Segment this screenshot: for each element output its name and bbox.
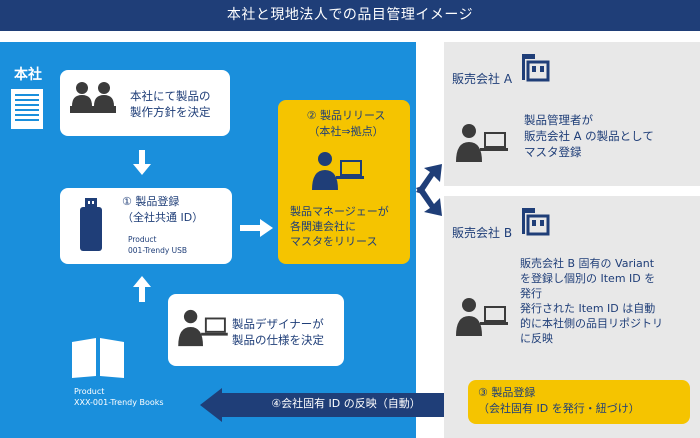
document-icon (10, 88, 44, 130)
person-laptop-icon (456, 296, 508, 338)
feedback-arrow-label: ④会社固有 ID の反映（自動） (271, 397, 421, 410)
product-caption: Product 001-Trendy USB (128, 235, 188, 255)
usb-icon (78, 198, 104, 252)
right-arrow-icon (240, 218, 274, 238)
book-icon (70, 336, 126, 380)
release-text: 製品マネージェーが 各関連会社に マスタをリリース (290, 205, 389, 248)
company-b-text: 販売会社 B 固有の Variant を登録し個別の Item ID を 発行 … (520, 257, 663, 345)
meeting-people-icon (70, 80, 116, 114)
release-title: ② 製品リリース （本社⇒拠点） (306, 109, 386, 138)
company-a-text: 製品管理者が 販売会社 A の製品として マスタ登録 (524, 113, 654, 159)
person-laptop-icon (456, 122, 508, 164)
building-icon (520, 52, 550, 82)
building-icon (520, 206, 550, 236)
company-a-panel (444, 42, 700, 186)
up-arrow-icon (132, 276, 152, 302)
registration-title: ① 製品登録 （全社共通 ID） (122, 195, 204, 224)
feedback-arrow (200, 388, 470, 422)
diagram-title: 本社と現地法人での品目管理イメージ (0, 0, 700, 31)
person-laptop-icon (178, 308, 228, 348)
release-box (278, 100, 410, 264)
branch-arrows-icon (414, 162, 444, 218)
person-laptop-icon (312, 150, 364, 192)
books-caption: Product XXX-001-Trendy Books (74, 387, 164, 407)
down-arrow-icon (132, 150, 152, 176)
designer-text: 製品デザイナーが 製品の仕様を決定 (232, 317, 324, 347)
company-b-registration-box (468, 380, 690, 424)
company-b-registration-text: ③ 製品登録 （会社固有 ID を発行・紐づけ） (478, 386, 640, 415)
policy-text: 本社にて製品の 製作方針を決定 (130, 89, 211, 119)
company-b-label: 販売会社 B (452, 226, 513, 240)
hq-label: 本社 (14, 67, 42, 83)
company-a-label: 販売会社 A (452, 72, 513, 86)
